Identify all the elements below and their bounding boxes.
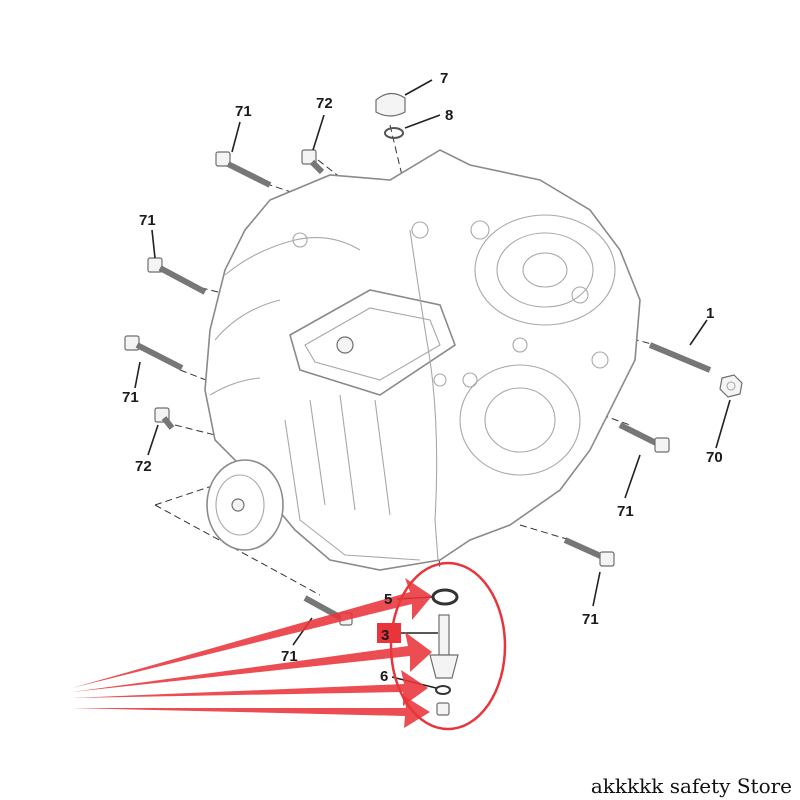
label-1: 1 [706,305,714,322]
label-71: 71 [235,103,252,120]
label-71: 71 [139,212,156,229]
label-5: 5 [384,591,392,608]
label-7: 7 [440,70,448,87]
part-labels: 71 72 7 8 71 71 72 1 70 71 71 71 5 3 6 [122,70,723,685]
label-3: 3 [381,627,389,644]
output-flange [206,459,284,551]
stud-72-a [301,149,325,175]
bolt-71-c [124,335,184,371]
store-caption: akkkkk safety Store [586,772,796,800]
transmission-housing [204,149,641,571]
leader-lines [134,79,731,689]
highlight-overlay [72,561,507,731]
drain-plug [436,702,450,716]
level-tube-3 [429,614,459,679]
filler-cap-7 [375,92,406,117]
fasteners [124,92,743,716]
label-71: 71 [617,503,634,520]
label-71: 71 [281,648,298,665]
bolt-71-d [618,422,670,453]
label-70: 70 [706,449,723,466]
highlight-ring-icon [389,561,507,731]
nut-70 [719,374,743,398]
label-71: 71 [122,389,139,406]
label-72: 72 [135,458,152,475]
bolt-71-e [563,537,615,567]
stud-72-b [154,407,175,430]
red-arrow-icon [72,696,430,728]
washer-6 [435,685,451,695]
part-3-label-box [377,623,401,643]
label-8: 8 [445,107,453,124]
label-71: 71 [582,611,599,628]
red-arrow-icon [72,670,428,706]
stud-1 [648,342,712,373]
bolt-71-a [215,151,272,188]
bolt-71-b [147,257,207,295]
label-72: 72 [316,95,333,112]
label-6: 6 [380,668,388,685]
o-ring-8 [384,127,404,139]
seal-ring-5 [431,588,459,606]
